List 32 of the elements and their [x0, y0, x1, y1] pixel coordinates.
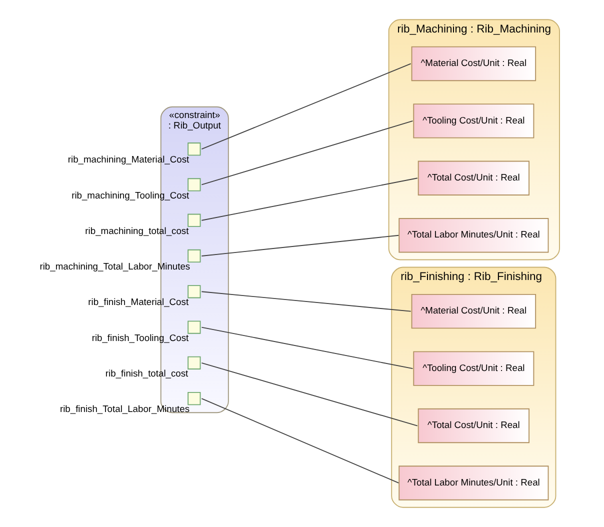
node-box — [187, 249, 200, 263]
node-box: ^Total Labor Minutes/Unit : Real — [398, 218, 548, 253]
node-label: rib_machining_Material_Cost — [67, 154, 189, 165]
node-box — [187, 392, 200, 406]
node-box — [187, 285, 200, 298]
node-box — [187, 178, 200, 192]
node-label: rib_finish_total_cost — [104, 368, 188, 379]
node-box: ^Tooling Cost/Unit : Real — [412, 351, 534, 386]
connector — [200, 291, 411, 312]
node-box — [187, 142, 200, 156]
node-box: ^Tooling Cost/Unit : Real — [412, 104, 534, 138]
connector — [200, 234, 399, 256]
node-label: rib_finish_Material_Cost — [88, 297, 188, 308]
node-box: ^Total Cost/Unit : Real — [417, 160, 529, 196]
connector — [200, 326, 413, 370]
node-box — [187, 320, 200, 334]
node-box: ^Total Labor Minutes/Unit : Real — [398, 466, 548, 500]
node-label: rib_machining_Tooling_Cost — [71, 190, 189, 200]
connector — [200, 63, 411, 150]
node-label: rib_machining_total_cost — [84, 226, 188, 236]
connector — [200, 362, 418, 426]
node-label: rib_finish_Total_Labor_Minutes — [59, 404, 190, 414]
connector — [200, 120, 413, 186]
node-label: rib_machining_Total_Labor_Minutes — [39, 262, 190, 272]
node-box: ^Material Cost/Unit : Real — [410, 46, 536, 82]
node-box — [187, 214, 200, 227]
connector — [200, 398, 399, 484]
node-label: rib_finish_Tooling_Cost — [91, 332, 188, 343]
node-box: ^Total Cost/Unit : Real — [417, 408, 529, 444]
node-box: ^Material Cost/Unit : Real — [410, 294, 536, 329]
connector — [200, 178, 418, 221]
node-box — [187, 356, 200, 370]
